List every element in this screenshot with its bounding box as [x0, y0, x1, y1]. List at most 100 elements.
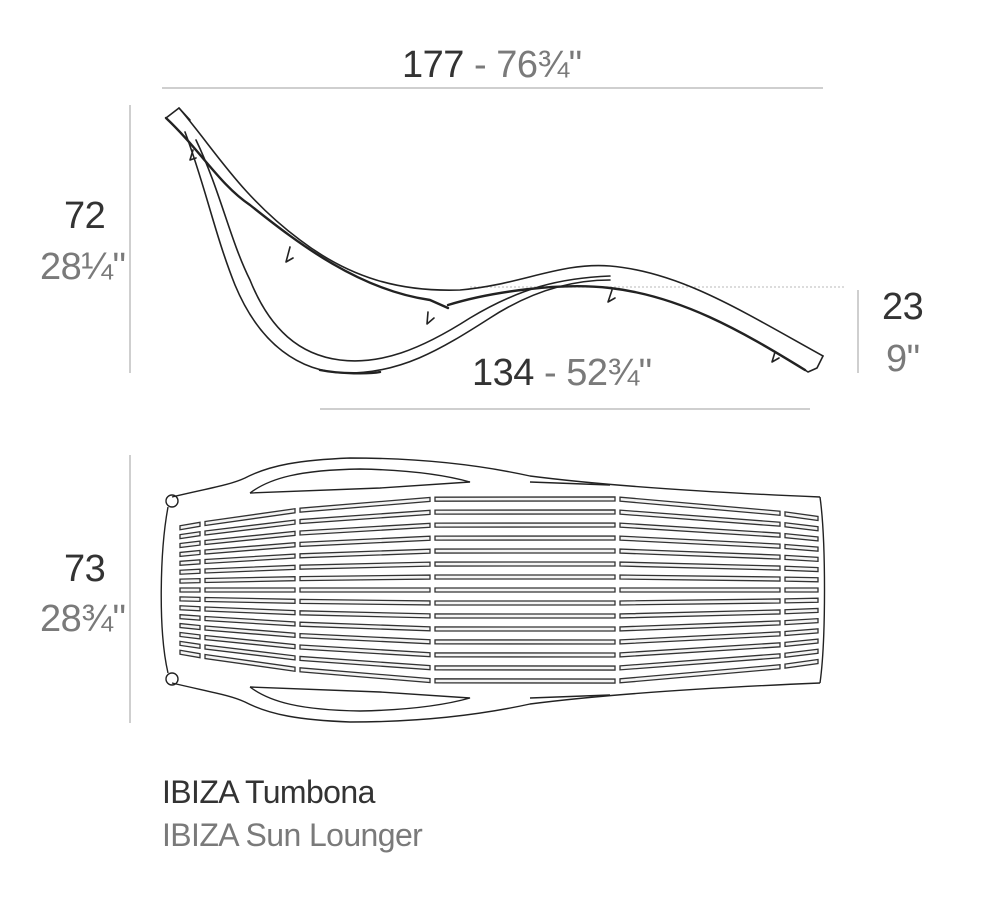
slat [204, 596, 296, 604]
slat [299, 561, 431, 570]
slat [784, 554, 819, 563]
inner-length-imperial: 52¾" [566, 352, 652, 394]
slat [619, 548, 781, 560]
slat [204, 553, 296, 565]
slat [784, 511, 819, 522]
slat [619, 587, 781, 593]
slat [619, 620, 781, 632]
height-imperial: 28¼" [40, 246, 126, 288]
slat [434, 678, 616, 684]
overall-length-imperial: 76¾" [496, 44, 582, 86]
slat [179, 521, 201, 531]
slat [434, 535, 616, 541]
inner-length-label: 134 - 52¾" [472, 352, 652, 395]
slat [179, 649, 201, 659]
slat [179, 587, 201, 593]
slat [204, 542, 296, 555]
top-view [160, 457, 826, 723]
inner-length-dimension-line [320, 408, 810, 410]
slat [434, 522, 616, 528]
seat-height-dimension-line [857, 290, 859, 373]
slat [179, 530, 201, 540]
slat [784, 532, 819, 542]
slat [434, 613, 616, 619]
product-name-es: IBIZA Tumbona [162, 774, 375, 810]
slat [434, 626, 616, 632]
slat [179, 622, 201, 631]
inner-length-metric: 134 [472, 352, 534, 394]
seat-height-metric: 23 [882, 286, 924, 328]
slat [784, 576, 819, 583]
slat [784, 543, 819, 552]
slat [179, 568, 201, 575]
slat [179, 540, 201, 549]
slat [619, 653, 781, 671]
slats [179, 496, 819, 684]
slat [434, 548, 616, 554]
overall-length-separator: - [463, 44, 497, 86]
slat [784, 638, 819, 648]
slat [299, 535, 431, 548]
slat [204, 576, 296, 584]
slat [619, 609, 781, 619]
slat [784, 617, 819, 626]
slat [299, 509, 431, 525]
slat [179, 640, 201, 650]
slat [299, 610, 431, 619]
slat [784, 628, 819, 637]
slat [299, 587, 431, 593]
slat [619, 561, 781, 571]
slat [619, 642, 781, 658]
slat [299, 574, 431, 582]
slat [204, 634, 296, 650]
slat [204, 530, 296, 546]
slat [299, 548, 431, 559]
height-dimension-line [129, 105, 131, 373]
slat [204, 587, 296, 593]
slat [434, 600, 616, 606]
overall-length-dimension-line [162, 87, 823, 89]
slat [204, 519, 296, 536]
slat [299, 522, 431, 536]
slat [179, 596, 201, 603]
slat [434, 639, 616, 645]
overall-length-metric: 177 [402, 44, 464, 86]
slat [179, 613, 201, 621]
width-imperial: 28¾" [40, 598, 126, 640]
overall-length-label: 177 - 76¾" [402, 44, 582, 87]
height-metric: 72 [64, 195, 106, 237]
product-name-en: IBIZA Sun Lounger [162, 817, 423, 853]
slat [299, 655, 431, 671]
seat-height-imperial: 9" [886, 338, 920, 380]
slat [434, 574, 616, 580]
slat [204, 644, 296, 661]
slat [784, 658, 819, 669]
slat [434, 587, 616, 593]
slat [784, 597, 819, 604]
slat [619, 535, 781, 549]
slat [619, 496, 781, 516]
slat [299, 621, 431, 632]
slat [299, 632, 431, 645]
slat [434, 665, 616, 671]
slat [299, 667, 431, 684]
side-view [164, 107, 824, 375]
slat [299, 496, 431, 513]
inner-length-separator: - [533, 352, 567, 394]
slat [619, 509, 781, 527]
slat [784, 587, 819, 593]
slat [179, 577, 201, 584]
slat [434, 652, 616, 658]
width-metric: 73 [64, 548, 106, 590]
slat [434, 496, 616, 502]
slat [204, 625, 296, 638]
slat [434, 561, 616, 567]
slat [204, 606, 296, 616]
slat [619, 598, 781, 606]
slat [619, 574, 781, 582]
slat [784, 565, 819, 573]
slat [204, 653, 296, 672]
slat [204, 508, 296, 527]
slat [179, 559, 201, 567]
